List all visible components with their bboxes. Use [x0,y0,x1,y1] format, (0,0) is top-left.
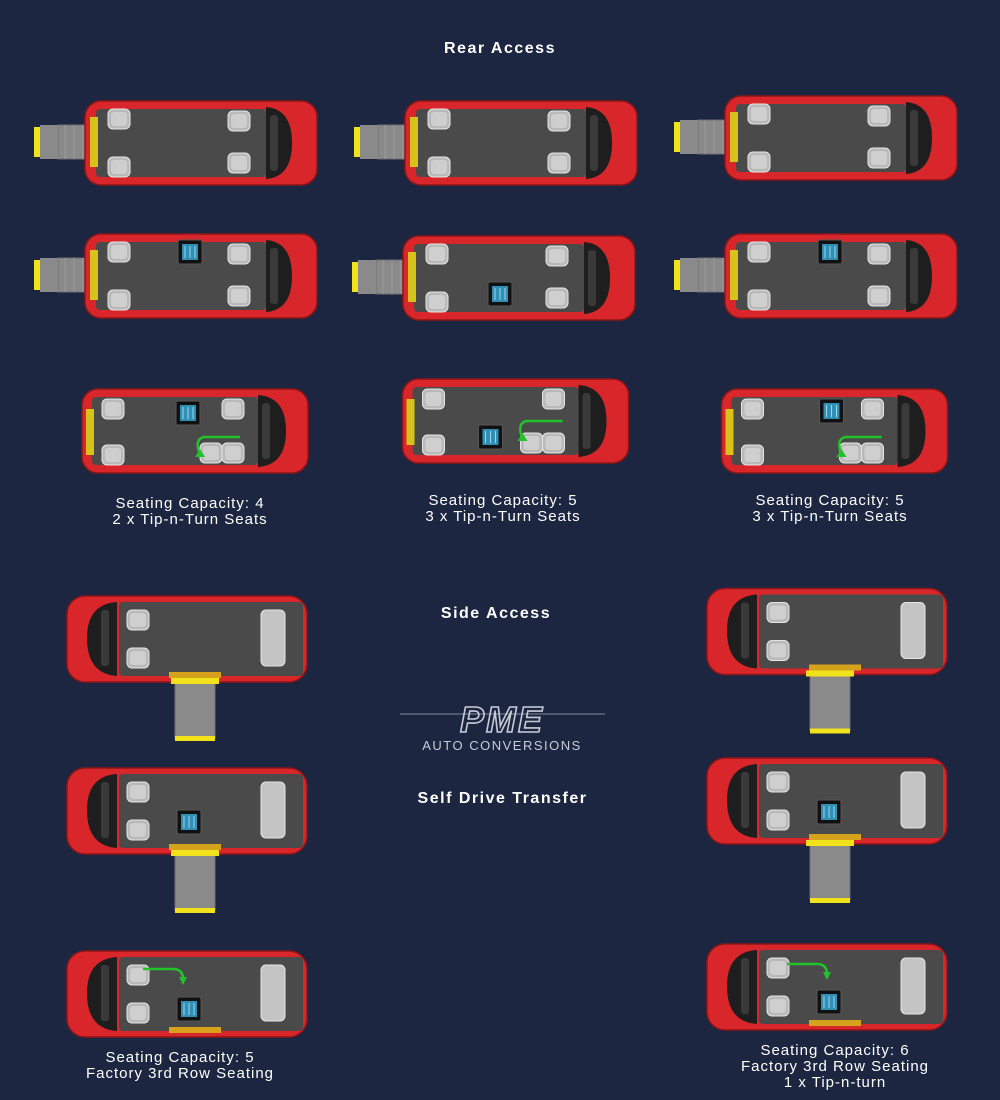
van-rear-r1c3 [670,90,960,190]
pme-logo: PME AUTO CONVERSIONS [400,700,605,753]
van-side-right-3 [705,938,955,1038]
van-rear-r3c3 [718,385,956,480]
van-rear-r2c3 [670,228,960,328]
van-side-left-3 [65,945,315,1045]
side-caption-left: Seating Capacity: 5 Factory 3rd Row Seat… [40,1050,320,1082]
rear-caption-3: Seating Capacity: 5 3 x Tip-n-Turn Seats [710,493,950,525]
seating-detail-label: Factory 3rd Row Seating [85,1065,275,1082]
self-drive-transfer-heading: Self Drive Transfer [417,790,588,807]
van-side-right-1 [705,580,955,734]
logo-subtitle: AUTO CONVERSIONS [422,738,582,753]
rear-caption-2: Seating Capacity: 5 3 x Tip-n-Turn Seats [383,493,623,525]
side-caption-right: Seating Capacity: 6 Factory 3rd Row Seat… [700,1043,970,1091]
seating-detail-label: Factory 3rd Row Seating [740,1058,930,1075]
van-rear-r1c1 [30,95,320,195]
rear-caption-1: Seating Capacity: 4 2 x Tip-n-Turn Seats [70,496,310,528]
seating-capacity-label: Seating Capacity: 5 [755,492,905,509]
seating-capacity-label: Seating Capacity: 6 [760,1042,910,1059]
seating-detail-label: 2 x Tip-n-Turn Seats [112,511,268,528]
logo-mark: PME [460,700,544,740]
seating-detail-label: 3 x Tip-n-Turn Seats [752,508,908,525]
seating-capacity-label: Seating Capacity: 4 [115,495,265,512]
seating-capacity-label: Seating Capacity: 5 [105,1049,255,1066]
side-access-heading: Side Access [440,605,552,622]
van-side-left-2 [65,762,315,914]
van-rear-r2c1 [30,228,320,328]
van-rear-r3c2 [398,375,638,470]
seating-capacity-label: Seating Capacity: 5 [428,492,578,509]
seating-detail-label: 3 x Tip-n-Turn Seats [425,508,581,525]
van-rear-r1c2 [350,95,640,195]
rear-access-heading: Rear Access [444,40,556,57]
van-side-left-1 [65,590,315,742]
van-rear-r2c2 [348,230,638,330]
van-side-right-2 [705,752,955,904]
van-rear-r3c1 [80,385,315,480]
seating-extra-label: 1 x Tip-n-turn [783,1074,887,1091]
